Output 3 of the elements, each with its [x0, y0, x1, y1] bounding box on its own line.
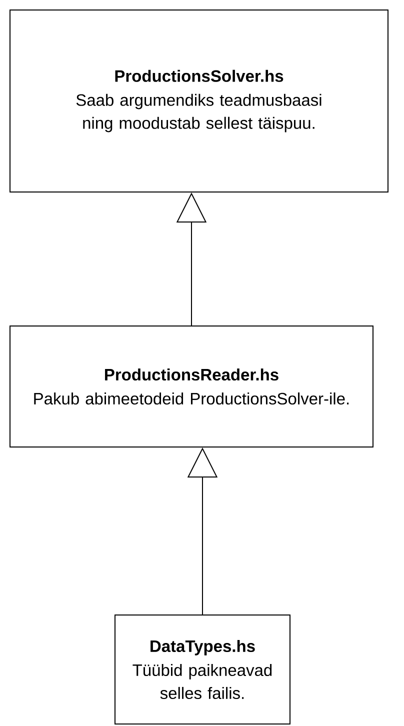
file-box: ProductionsSolver.hs Saab argumendiks teadmusbaasi ning moodustab sellest täispuu. — [10, 10, 388, 192]
file-box: ProductionsReader.hs Pakub abimeetodeid ProductionsSolver-ile. — [10, 326, 374, 448]
file-box: DataTypes.hs Tüübid paikneavad selles failis. — [114, 614, 290, 724]
